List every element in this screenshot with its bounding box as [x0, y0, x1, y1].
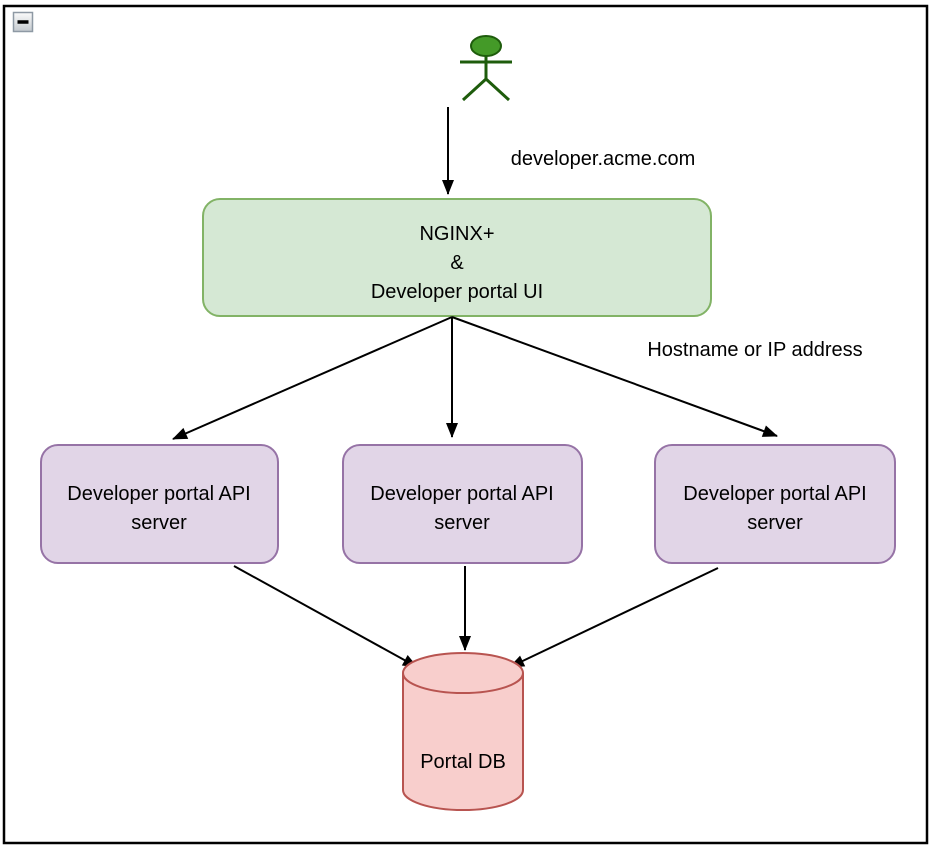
node-api-server-3[interactable]: Developer portal API server	[654, 444, 896, 564]
node-nginx-portal-ui[interactable]: NGINX+ & Developer portal UI	[202, 198, 712, 317]
api-server-3-label-line2: server	[747, 512, 803, 534]
api-server-2-box	[342, 444, 583, 564]
api-server-2-label-line2: server	[434, 512, 490, 534]
nginx-label-line3: Developer portal UI	[371, 281, 543, 303]
api-server-3-box	[654, 444, 896, 564]
nginx-label-line2: &	[450, 252, 464, 274]
portal-db-label: Portal DB	[420, 751, 506, 773]
db-cylinder-top-rim	[402, 672, 524, 694]
node-api-server-1[interactable]: Developer portal API server	[40, 444, 279, 564]
api-server-3-label-line1: Developer portal API	[683, 483, 866, 505]
db-cylinder-body	[402, 652, 524, 811]
api-server-1-box	[40, 444, 279, 564]
api-server-1-label-line1: Developer portal API	[67, 483, 250, 505]
edge-nginx-to-api1	[172, 316, 453, 440]
node-portal-db[interactable]: Portal DB	[402, 652, 524, 811]
edge-api1-to-db	[233, 565, 418, 668]
nginx-label-line1: NGINX+	[419, 223, 494, 245]
user-actor-icon[interactable]	[460, 35, 512, 102]
edge-nginx-to-api3	[451, 316, 778, 437]
actor-head	[470, 35, 502, 57]
nginx-box	[202, 198, 712, 317]
actor-limbs	[460, 56, 512, 102]
edge-label-developer-acme: developer.acme.com	[511, 148, 696, 170]
api-server-1-label-line2: server	[131, 512, 187, 534]
node-api-server-2[interactable]: Developer portal API server	[342, 444, 583, 564]
edge-label-hostname-ip: Hostname or IP address	[647, 339, 862, 361]
collapse-button[interactable]	[12, 11, 34, 33]
edge-api3-to-db	[509, 567, 719, 668]
api-server-2-label-line1: Developer portal API	[370, 483, 553, 505]
